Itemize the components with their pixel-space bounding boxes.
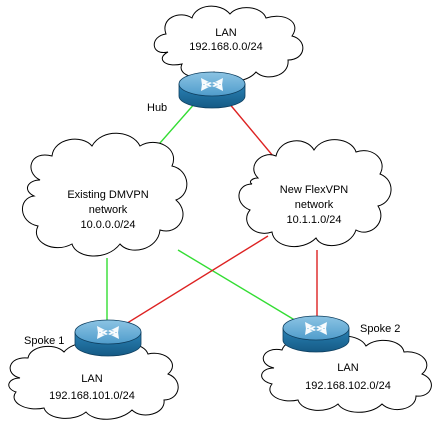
spoke2-lan-subnet: 192.168.102.0/24 — [305, 380, 391, 392]
flexvpn-subtitle: network — [295, 199, 334, 211]
cloud-dmvpn: Existing DMVPN network 10.0.0.0/24 — [22, 132, 188, 257]
flexvpn-title: New FlexVPN — [280, 184, 349, 196]
cloud-spoke2-lan: LAN 192.168.102.0/24 — [261, 335, 432, 413]
cloud-spoke1-lan: LAN 192.168.101.0/24 — [8, 342, 179, 420]
router-icon — [74, 319, 142, 357]
spoke1-lan-title: LAN — [81, 373, 102, 385]
spoke1-lan-subnet: 192.168.101.0/24 — [49, 390, 135, 402]
flexvpn-subnet: 10.1.1.0/24 — [286, 214, 341, 226]
spoke2-lan-title: LAN — [337, 362, 358, 374]
link-flexvpn-spoke1 — [123, 235, 269, 326]
cloud-hub-lan: LAN 192.168.0.0/24 — [153, 5, 304, 82]
router-spoke2-label: Spoke 2 — [360, 323, 400, 335]
dmvpn-title: Existing DMVPN — [67, 189, 148, 201]
router-icon — [178, 71, 246, 109]
cloud-flexvpn: New FlexVPN network 10.1.1.0/24 — [238, 139, 392, 248]
link-hub-flexvpn — [227, 101, 279, 163]
dmvpn-subtitle: network — [89, 204, 128, 216]
dmvpn-subnet: 10.0.0.0/24 — [80, 219, 135, 231]
link-dmvpn-spoke2 — [177, 249, 299, 323]
router-icon — [282, 315, 350, 353]
router-spoke2[interactable] — [282, 315, 350, 353]
router-spoke1[interactable] — [74, 319, 142, 357]
hub-lan-title: LAN — [215, 27, 236, 39]
router-hub[interactable] — [178, 71, 246, 109]
hub-lan-subnet: 192.168.0.0/24 — [189, 41, 262, 53]
router-spoke1-label: Spoke 1 — [24, 335, 64, 347]
router-hub-label: Hub — [147, 102, 167, 114]
